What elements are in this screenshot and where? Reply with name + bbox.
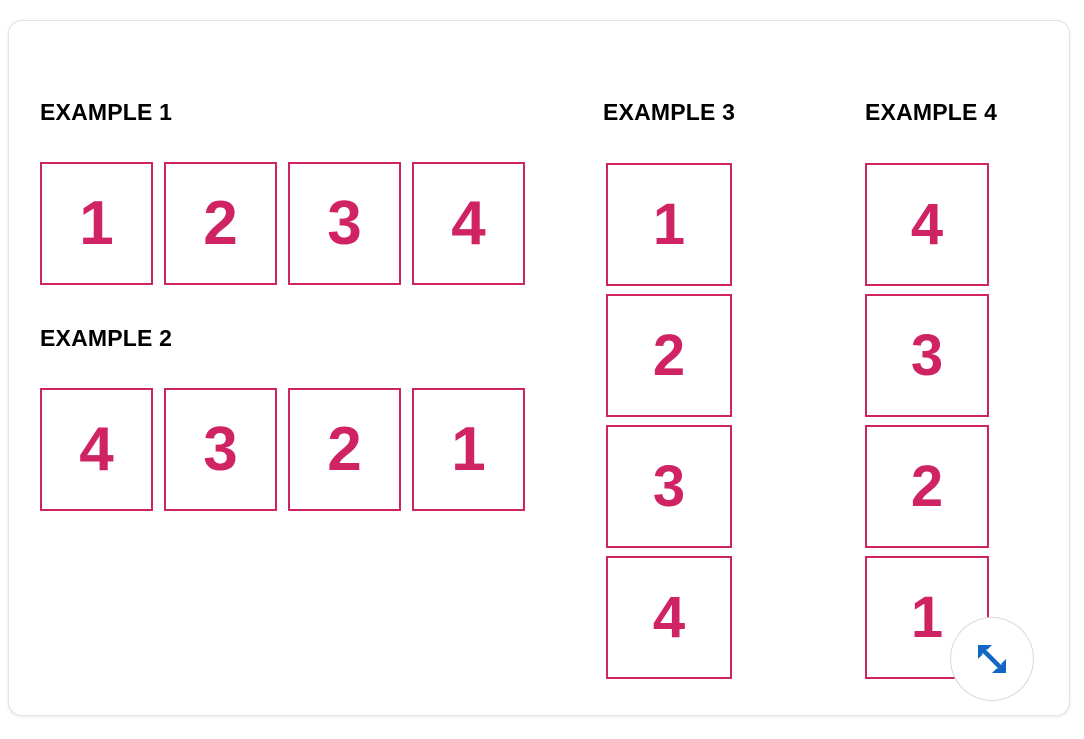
expand-diagonal-arrows-icon	[972, 639, 1012, 679]
number-box-label: 2	[652, 322, 686, 388]
number-box-label: 3	[327, 188, 362, 258]
number-box-label: 1	[652, 191, 686, 257]
number-box-label: 4	[652, 584, 686, 650]
number-box[interactable]: 2	[164, 162, 277, 285]
number-box[interactable]: 4	[412, 162, 525, 285]
number-box-label: 1	[79, 188, 114, 258]
example-4-column: 4 3 2 1	[865, 163, 989, 679]
number-box[interactable]: 1	[606, 163, 732, 286]
number-box-label: 1	[451, 414, 486, 484]
number-box-label: 4	[79, 414, 114, 484]
example-4-title: EXAMPLE 4	[865, 99, 998, 125]
example-1-row: 1 2 3 4	[40, 162, 525, 285]
number-box-label: 3	[652, 453, 686, 519]
number-box-label: 3	[910, 322, 944, 388]
number-box-label: 4	[451, 188, 486, 258]
example-3-column: 1 2 3 4	[606, 163, 732, 679]
number-box-label: 2	[327, 414, 362, 484]
example-2-title: EXAMPLE 2	[40, 325, 173, 351]
number-box-label: 2	[910, 453, 944, 519]
number-box[interactable]: 3	[606, 425, 732, 548]
number-box[interactable]: 1	[40, 162, 153, 285]
number-box[interactable]: 3	[865, 294, 989, 417]
number-box-label: 4	[910, 191, 944, 257]
demo-card: EXAMPLE 1 1 2 3 4 EXAMPLE 2 4 3	[8, 20, 1070, 716]
number-box[interactable]: 1	[865, 556, 989, 679]
number-box-label: 2	[203, 188, 238, 258]
number-box[interactable]: 4	[40, 388, 153, 511]
number-box[interactable]: 2	[606, 294, 732, 417]
number-box[interactable]: 4	[606, 556, 732, 679]
number-box[interactable]: 3	[164, 388, 277, 511]
example-3-title: EXAMPLE 3	[603, 99, 736, 125]
example-1-title: EXAMPLE 1	[40, 99, 173, 125]
number-box[interactable]: 1	[412, 388, 525, 511]
number-box[interactable]: 2	[865, 425, 989, 548]
number-box-label: 1	[910, 584, 944, 650]
number-box[interactable]: 3	[288, 162, 401, 285]
example-2-row: 4 3 2 1	[40, 388, 525, 511]
number-box[interactable]: 2	[288, 388, 401, 511]
number-box-label: 3	[203, 414, 238, 484]
number-box[interactable]: 4	[865, 163, 989, 286]
expand-resize-button[interactable]	[950, 617, 1034, 701]
